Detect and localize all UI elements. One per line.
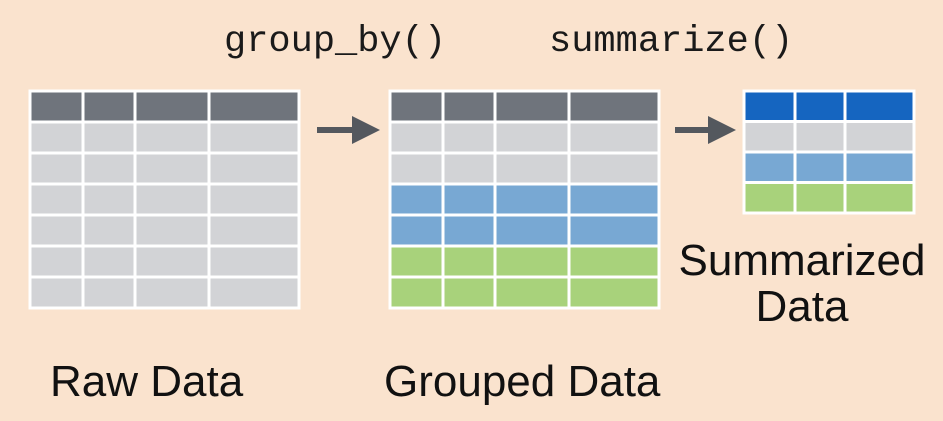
table-cell-blue	[793, 150, 847, 184]
table-cell-gray	[133, 275, 211, 310]
table-cell-blue	[388, 213, 445, 248]
table-cell-gray	[793, 120, 847, 154]
table-cell-blue	[567, 182, 661, 217]
summarize-label: summarize()	[549, 21, 794, 63]
table-cell-gray	[81, 213, 137, 248]
table-cell-gray	[207, 213, 301, 248]
table-cell-blue	[742, 150, 797, 184]
table-cell-header	[81, 89, 137, 124]
table-cell-gray	[28, 275, 85, 310]
table-cell-gray	[81, 244, 137, 279]
table-cell-blue	[843, 150, 916, 184]
table-cell-green	[493, 244, 571, 279]
arrow-right-icon	[675, 116, 736, 144]
table-cell-header-blue	[793, 89, 847, 123]
table-cell-gray	[493, 151, 571, 186]
table-cell-header	[133, 89, 211, 124]
table-cell-gray	[207, 182, 301, 217]
table-cell-blue	[441, 213, 497, 248]
table-cell-gray	[567, 151, 661, 186]
summarized-caption-line1: Summarized	[678, 236, 926, 285]
table-cell-green	[441, 275, 497, 310]
table-cell-gray	[81, 151, 137, 186]
table-cell-gray	[28, 244, 85, 279]
table-cell-blue	[441, 182, 497, 217]
table-cell-gray	[493, 120, 571, 155]
table-cell-gray	[81, 275, 137, 310]
table-cell-gray	[441, 120, 497, 155]
table-cell-blue	[567, 213, 661, 248]
table-cell-gray	[133, 244, 211, 279]
table-cell-gray	[28, 182, 85, 217]
table-cell-gray	[843, 120, 916, 154]
table-cell-gray	[28, 213, 85, 248]
table-cell-gray	[133, 120, 211, 155]
group-by-label: group_by()	[224, 21, 447, 63]
table-cell-header	[441, 89, 497, 124]
grouped-data-caption: Grouped Data	[384, 357, 661, 406]
table-cell-gray	[81, 182, 137, 217]
table-cell-gray	[133, 151, 211, 186]
table-cell-blue	[493, 182, 571, 217]
table-cell-header	[388, 89, 445, 124]
table-cell-green	[388, 275, 445, 310]
table-cell-gray	[81, 120, 137, 155]
table-cell-gray	[133, 213, 211, 248]
summarized-data-table	[742, 89, 916, 215]
table-cell-header	[493, 89, 571, 124]
table-cell-header	[207, 89, 301, 124]
table-cell-gray	[28, 120, 85, 155]
table-cell-header	[567, 89, 661, 124]
table-cell-gray	[207, 244, 301, 279]
grouped-data-table	[388, 89, 661, 310]
table-cell-gray	[133, 182, 211, 217]
table-cell-gray	[388, 120, 445, 155]
raw-data-table	[28, 89, 301, 310]
table-cell-header	[28, 89, 85, 124]
table-cell-gray	[441, 151, 497, 186]
table-cell-green	[567, 275, 661, 310]
table-cell-green	[843, 181, 916, 215]
table-cell-gray	[207, 151, 301, 186]
table-cell-gray	[207, 120, 301, 155]
table-cell-gray	[388, 151, 445, 186]
table-cell-green	[441, 244, 497, 279]
table-cell-blue	[388, 182, 445, 217]
table-cell-green	[567, 244, 661, 279]
table-cell-green	[793, 181, 847, 215]
table-cell-blue	[493, 213, 571, 248]
arrow-right-icon	[317, 116, 380, 144]
table-cell-green	[493, 275, 571, 310]
table-cell-gray	[207, 275, 301, 310]
summarized-caption-line2: Data	[755, 282, 849, 331]
summarized-data-caption: Summarized Data	[664, 238, 940, 330]
table-cell-header-blue	[742, 89, 797, 123]
raw-data-caption: Raw Data	[50, 357, 244, 406]
table-cell-gray	[742, 120, 797, 154]
table-cell-header-blue	[843, 89, 916, 123]
table-cell-green	[388, 244, 445, 279]
table-cell-gray	[567, 120, 661, 155]
table-cell-green	[742, 181, 797, 215]
table-cell-gray	[28, 151, 85, 186]
